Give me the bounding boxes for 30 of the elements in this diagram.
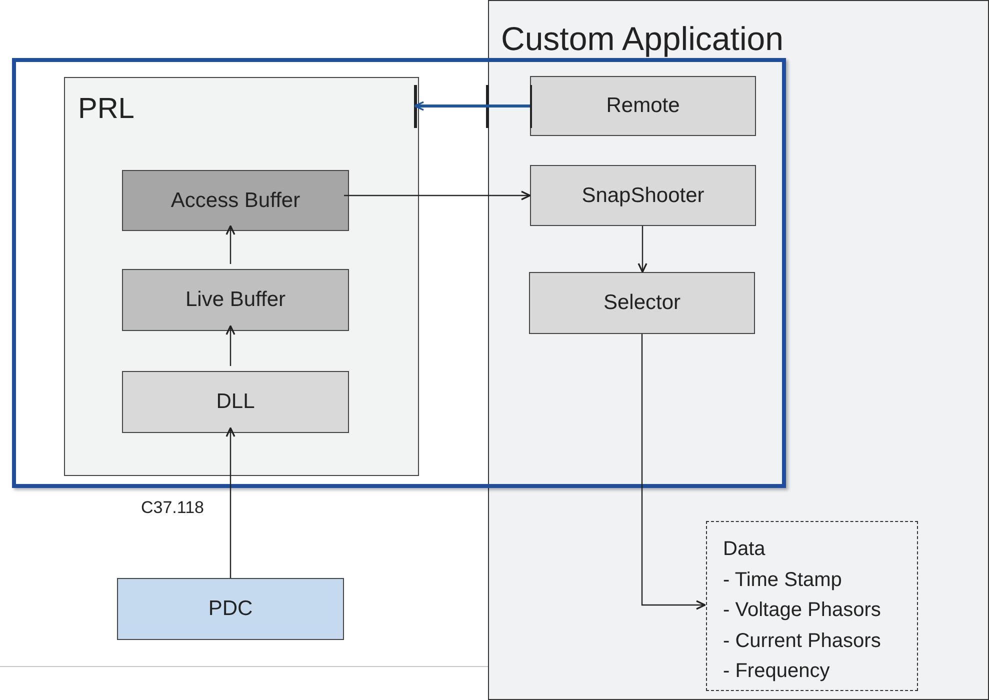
- box-label: Selector: [603, 290, 681, 316]
- box-label: SnapShooter: [582, 182, 704, 209]
- process-box: [530, 165, 756, 226]
- arrow: [226, 427, 236, 578]
- box-label: Remote: [606, 93, 680, 120]
- arrow: [641, 334, 706, 610]
- box-label: DLL: [216, 389, 255, 416]
- data-box: [706, 521, 918, 691]
- list-item: - Voltage Phasors: [723, 598, 881, 623]
- process-box: [122, 371, 349, 433]
- process-box: [122, 170, 349, 231]
- list-heading: Data: [723, 537, 766, 562]
- arrow: [226, 325, 236, 366]
- box-label: Live Buffer: [185, 287, 286, 314]
- list-item: - Time Stamp: [723, 568, 843, 592]
- arrow: [344, 190, 531, 200]
- process-box: [530, 76, 756, 136]
- container-title: PRL: [78, 92, 134, 127]
- arrow: [226, 225, 236, 264]
- process-box: [117, 578, 344, 640]
- process-box: [529, 272, 755, 334]
- list-item: - Frequency: [723, 659, 831, 684]
- container-box: [64, 77, 419, 476]
- arrow: [414, 101, 530, 111]
- arrow: [638, 226, 648, 273]
- panel-title: Custom Application: [501, 19, 784, 59]
- box-label: Access Buffer: [170, 188, 300, 214]
- box-label: PDC: [208, 596, 253, 622]
- process-box: [122, 269, 349, 331]
- list-item: - Current Phasors: [723, 628, 881, 654]
